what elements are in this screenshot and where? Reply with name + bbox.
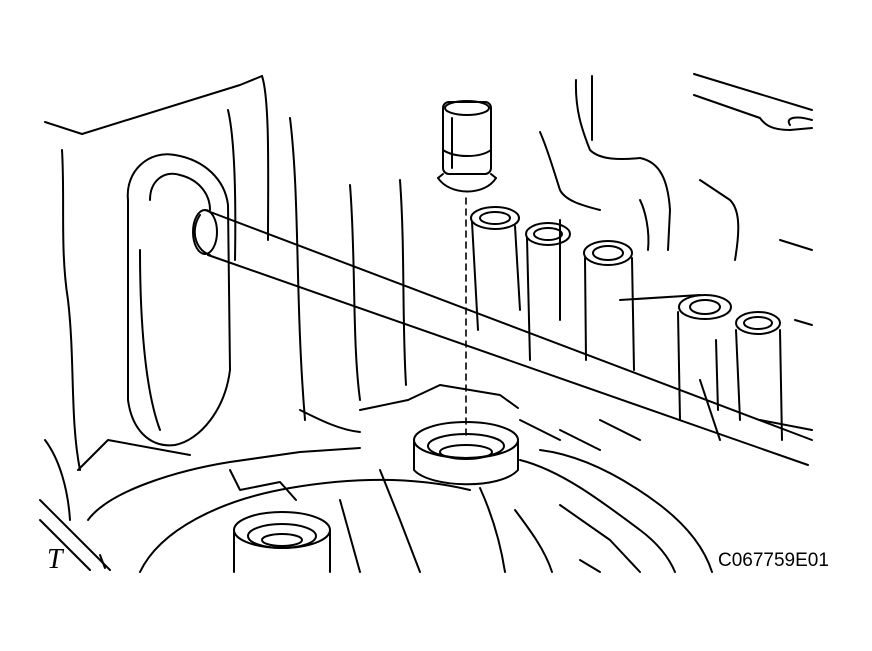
valve-body-housing [539, 73, 813, 441]
lower-case-contours [87, 409, 713, 573]
rod-boss [126, 153, 231, 447]
figure-code: C067759E01 [718, 550, 829, 571]
accumulator-bore [359, 384, 519, 486]
corner-mark-t: T [47, 544, 63, 575]
lower-bore [233, 511, 331, 573]
long-rod-tool [192, 209, 813, 466]
transmission-case [39, 75, 407, 571]
oil-pipes-right [677, 294, 813, 441]
accumulator-piston-part [437, 100, 497, 193]
oil-pipes-upper [470, 206, 635, 371]
